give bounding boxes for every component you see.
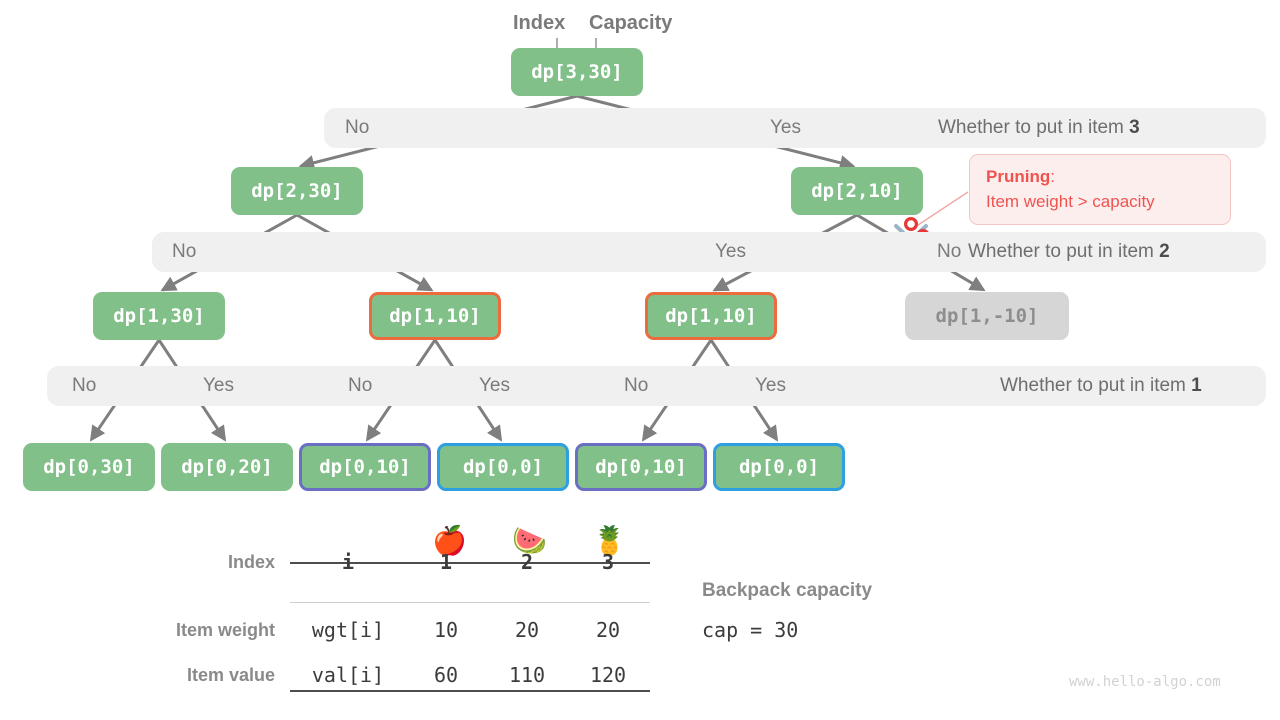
table-key-i: i <box>341 550 355 574</box>
band-choice-no: No <box>72 375 97 396</box>
tree-node-n2b: dp[2,10] <box>791 167 923 215</box>
band-question-item-number: 3 <box>1129 117 1140 138</box>
table-rule-mid <box>290 602 650 603</box>
capacity-header-label: Capacity <box>589 12 673 34</box>
table-cell-wgt-1: 10 <box>433 618 459 642</box>
row-label-item-value: Item value <box>186 665 275 685</box>
watermark: www.hello-algo.com <box>1069 674 1221 690</box>
pruning-title: Pruning <box>986 167 1051 186</box>
tree-node-n2a: dp[2,30] <box>231 167 363 215</box>
decision-band-item-1 <box>47 366 1266 406</box>
band-choice-no: No <box>624 375 649 396</box>
table-key-wgt: wgt[i] <box>311 618 385 642</box>
tree-node-l3: dp[0,10] <box>299 443 431 491</box>
tree-node-l1: dp[0,30] <box>23 443 155 491</box>
table-key-val: val[i] <box>311 663 385 687</box>
tree-node-root: dp[3,30] <box>511 48 643 96</box>
tree-node-l4: dp[0,0] <box>437 443 569 491</box>
tree-node-n1c: dp[1,10] <box>645 292 777 340</box>
decision-band-item-2 <box>152 232 1266 272</box>
watermelon-icon: 🍉 <box>512 525 547 556</box>
tree-node-n1a: dp[1,30] <box>93 292 225 340</box>
table-cell-val-2: 110 <box>508 663 546 687</box>
band-question-item-2: Whether to put in item 2 <box>968 232 1170 272</box>
tree-node-l6: dp[0,0] <box>713 443 845 491</box>
band-question-text: Whether to put in item <box>938 117 1130 138</box>
table-cell-val-1: 60 <box>433 663 459 687</box>
table-cell-wgt-2: 20 <box>514 618 540 642</box>
backpack-capacity-value: cap = 30 <box>702 618 799 642</box>
band-choice-no: No <box>937 241 962 262</box>
band-choice-yes: Yes <box>479 375 510 396</box>
table-rule-bottom <box>290 690 650 692</box>
row-label-item-weight: Item weight <box>175 620 275 640</box>
band-choice-no: No <box>172 241 197 262</box>
band-choice-yes: Yes <box>203 375 234 396</box>
tree-node-l5: dp[0,10] <box>575 443 707 491</box>
band-choice-yes: Yes <box>755 375 786 396</box>
table-cell-i-3: 3 <box>601 550 615 574</box>
table-cell-val-3: 120 <box>589 663 627 687</box>
band-choice-no: No <box>345 117 370 138</box>
backpack-capacity-title: Backpack capacity <box>702 580 873 601</box>
band-question-text: Whether to put in item <box>1000 375 1192 396</box>
band-question-item-number: 2 <box>1159 241 1170 262</box>
table-cell-wgt-3: 20 <box>595 618 621 642</box>
index-header-label: Index <box>513 12 566 34</box>
table-rule-top <box>290 562 650 564</box>
pruning-callout: Pruning: Item weight > capacity <box>969 154 1231 225</box>
pruning-detail: Item weight > capacity <box>986 192 1155 211</box>
table-cell-i-2: 2 <box>520 550 534 574</box>
row-label-index: Index <box>227 552 275 572</box>
band-choice-yes: Yes <box>715 241 746 262</box>
tree-node-n1d: dp[1,-10] <box>905 292 1069 340</box>
tree-node-l2: dp[0,20] <box>161 443 293 491</box>
decision-band-item-3 <box>324 108 1266 148</box>
band-question-item-3: Whether to put in item 3 <box>938 108 1140 148</box>
pineapple-icon: 🍍 <box>592 525 627 556</box>
band-choice-no: No <box>348 375 373 396</box>
pruning-colon: : <box>1050 167 1055 186</box>
band-question-item-number: 1 <box>1191 375 1202 396</box>
apple-icon: 🍎 <box>432 525 467 556</box>
band-choice-yes: Yes <box>770 117 801 138</box>
pruning-title-line: Pruning: <box>986 164 1216 189</box>
table-cell-i-1: 1 <box>439 550 453 574</box>
band-question-item-1: Whether to put in item 1 <box>1000 366 1202 406</box>
tree-node-n1b: dp[1,10] <box>369 292 501 340</box>
band-question-text: Whether to put in item <box>968 241 1160 262</box>
